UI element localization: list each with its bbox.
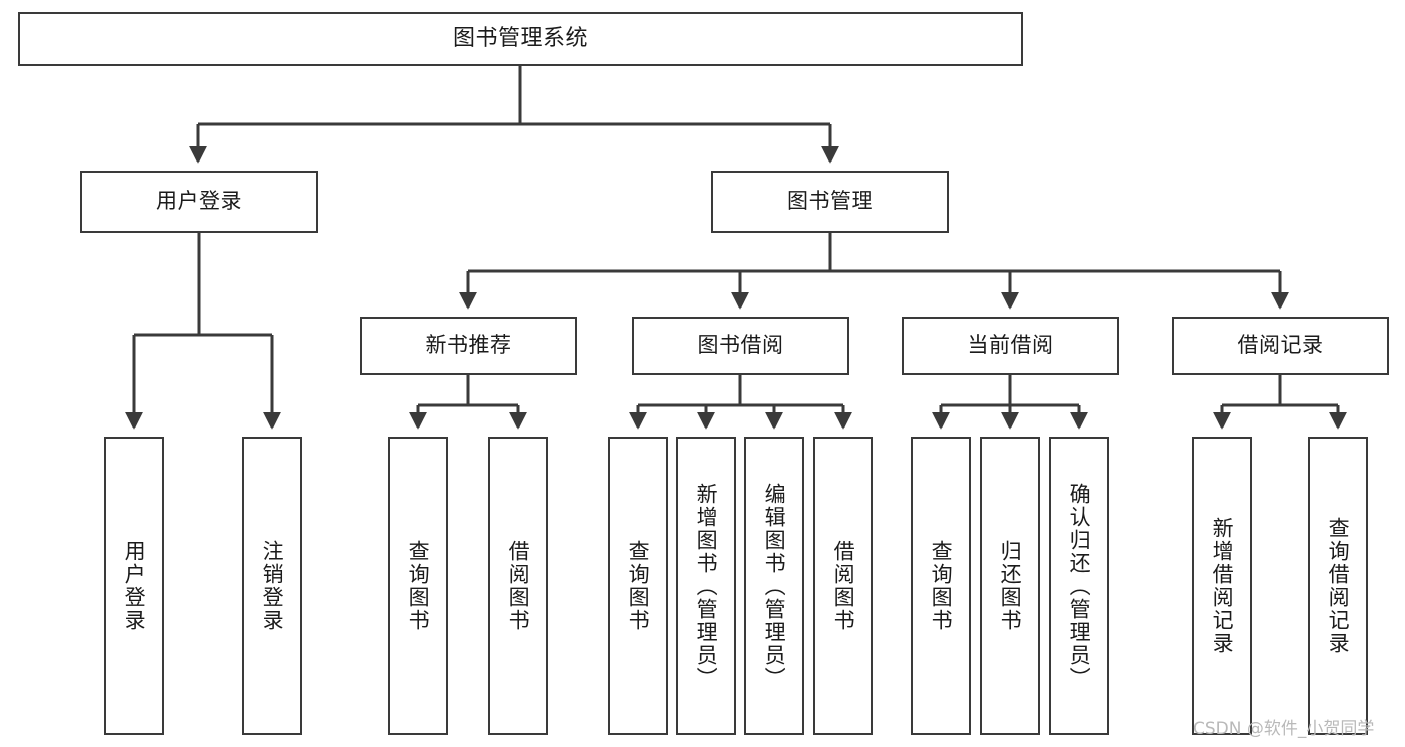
node-book-borrow[interactable]: 图书借阅 [632, 317, 849, 375]
leaf-query-book-recommend[interactable]: 查询图书 [388, 437, 448, 735]
leaf-query-book-current[interactable]: 查询图书 [911, 437, 971, 735]
leaf-borrow-book-recommend[interactable]: 借阅图书 [488, 437, 548, 735]
node-borrow-record[interactable]: 借阅记录 [1172, 317, 1389, 375]
node-label: 图书借阅 [697, 333, 784, 358]
node-label: 用户登录 [156, 189, 242, 214]
node-root-system[interactable]: 图书管理系统 [18, 12, 1023, 66]
leaf-confirm-return-admin[interactable]: 确认归还（管理员） [1049, 437, 1109, 735]
leaf-query-book-borrow[interactable]: 查询图书 [608, 437, 668, 735]
node-user-login[interactable]: 用户登录 [80, 171, 318, 233]
leaf-query-borrow-record[interactable]: 查询借阅记录 [1308, 437, 1368, 735]
node-label: 确认归还（管理员） [1067, 482, 1092, 690]
node-label: 查询借阅记录 [1326, 517, 1351, 655]
node-label: 图书管理 [787, 189, 873, 214]
node-label: 注销登录 [260, 540, 285, 632]
node-new-book-recommend[interactable]: 新书推荐 [360, 317, 577, 375]
node-label: 借阅记录 [1237, 333, 1324, 358]
node-label: 用户登录 [122, 540, 147, 632]
leaf-add-book-admin[interactable]: 新增图书（管理员） [676, 437, 736, 735]
node-label: 查询图书 [929, 540, 954, 632]
leaf-borrow-book[interactable]: 借阅图书 [813, 437, 873, 735]
node-label: 图书管理系统 [452, 25, 588, 51]
node-label: 新增图书（管理员） [694, 482, 719, 690]
node-label: 新增借阅记录 [1210, 517, 1235, 655]
node-label: 编辑图书（管理员） [762, 482, 787, 690]
leaf-user-login[interactable]: 用户登录 [104, 437, 164, 735]
node-label: 归还图书 [998, 540, 1023, 632]
node-label: 当前借阅 [967, 333, 1054, 358]
node-label: 借阅图书 [831, 540, 856, 632]
node-label: 新书推荐 [425, 333, 512, 358]
node-label: 查询图书 [406, 540, 431, 632]
node-current-borrow[interactable]: 当前借阅 [902, 317, 1119, 375]
node-book-manage[interactable]: 图书管理 [711, 171, 949, 233]
leaf-add-borrow-record[interactable]: 新增借阅记录 [1192, 437, 1252, 735]
node-label: 查询图书 [626, 540, 651, 632]
leaf-edit-book-admin[interactable]: 编辑图书（管理员） [744, 437, 804, 735]
csdn-watermark: CSDN @软件_小贺同学 [1193, 719, 1375, 739]
leaf-return-book[interactable]: 归还图书 [980, 437, 1040, 735]
node-label: 借阅图书 [506, 540, 531, 632]
leaf-logout[interactable]: 注销登录 [242, 437, 302, 735]
